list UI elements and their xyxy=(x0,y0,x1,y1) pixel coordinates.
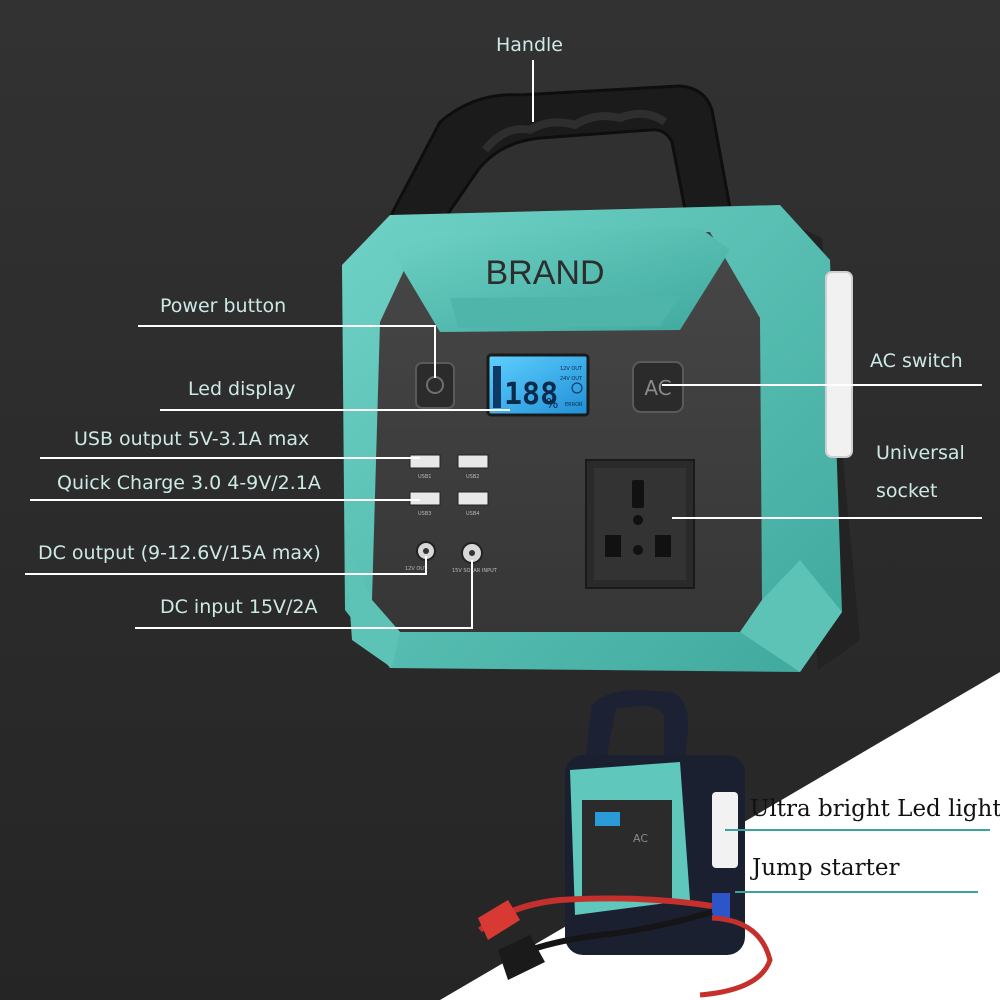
red-clamp xyxy=(478,900,520,940)
handle-grip xyxy=(481,109,668,153)
line-dc-output xyxy=(25,556,427,575)
brand-band-shade xyxy=(450,296,680,328)
black-clamp xyxy=(498,935,545,980)
socket-hole-1 xyxy=(633,515,643,525)
usb2-label: USB2 xyxy=(466,474,479,480)
lcd-battery-bar xyxy=(493,366,501,408)
label-dc-output: DC output (9-12.6V/15A max) xyxy=(38,542,321,564)
lcd-percent: % xyxy=(546,397,558,412)
dc-input-pin xyxy=(469,550,475,556)
usb-port-1[interactable] xyxy=(409,454,441,469)
usb4-label: USB4 xyxy=(466,511,479,517)
bottom-left-accent xyxy=(345,540,400,668)
label-usb-output: USB output 5V-3.1A max xyxy=(74,428,310,450)
bottom-right-accent xyxy=(740,560,842,672)
label-jump-starter: Jump starter xyxy=(752,855,900,881)
socket-hole-2 xyxy=(633,545,643,555)
lcd-digits: 188 xyxy=(504,377,558,412)
usb-port-4[interactable] xyxy=(457,491,489,506)
line-power-button xyxy=(138,325,436,378)
label-handle: Handle xyxy=(496,34,564,56)
mini-handle xyxy=(585,690,689,760)
lcd-bulb-icon xyxy=(571,382,583,394)
label-ac-switch: AC switch xyxy=(870,350,963,372)
socket-right-slot xyxy=(655,535,671,557)
label-led-display: Led display xyxy=(188,378,296,400)
usb-port-2[interactable] xyxy=(457,454,489,469)
label-quick-charge: Quick Charge 3.0 4-9V/2.1A xyxy=(57,472,321,494)
callout-lines xyxy=(25,60,982,629)
mini-ac-label: AC xyxy=(633,832,648,845)
socket-top-slot xyxy=(632,480,644,508)
side-led-light xyxy=(825,271,853,458)
usb3-label: USB3 xyxy=(418,511,431,517)
socket-left-slot xyxy=(605,535,621,557)
mini-jump-port xyxy=(712,893,730,919)
callout-lines-teal xyxy=(725,829,990,893)
usb-port-3[interactable] xyxy=(409,491,441,506)
lcd-display xyxy=(486,353,590,417)
ac-switch-button[interactable] xyxy=(632,361,684,413)
brand-logo: BRAND xyxy=(485,254,604,292)
dc-output-pin xyxy=(423,548,429,554)
label-dc-input: DC input 15V/2A xyxy=(160,596,318,618)
power-station-main: BRAND 188 % 12V OUT 24V OUT ERROR AC USB… xyxy=(342,84,860,672)
black-cable xyxy=(529,909,713,953)
red-cable-loop xyxy=(699,915,773,998)
line-dc-input xyxy=(135,560,473,629)
dc-output-label: 12V OUT xyxy=(405,566,428,572)
dc-input-label: 15V SOLAR INPUT xyxy=(452,568,498,574)
mini-lcd xyxy=(595,812,620,826)
label-universal-socket-line2: socket xyxy=(876,480,938,502)
lcd-label-error: ERROR xyxy=(565,402,583,408)
ac-button-label: AC xyxy=(644,376,671,400)
label-power-button: Power button xyxy=(160,295,287,317)
lcd-label-24v: 24V OUT xyxy=(560,376,583,382)
label-universal-socket-line1: Universal xyxy=(876,442,965,464)
label-led-light: Ultra bright Led light xyxy=(750,796,1000,822)
power-station-secondary: AC xyxy=(478,690,773,998)
usb1-label: USB1 xyxy=(418,474,431,480)
lcd-label-12v: 12V OUT xyxy=(560,366,583,372)
